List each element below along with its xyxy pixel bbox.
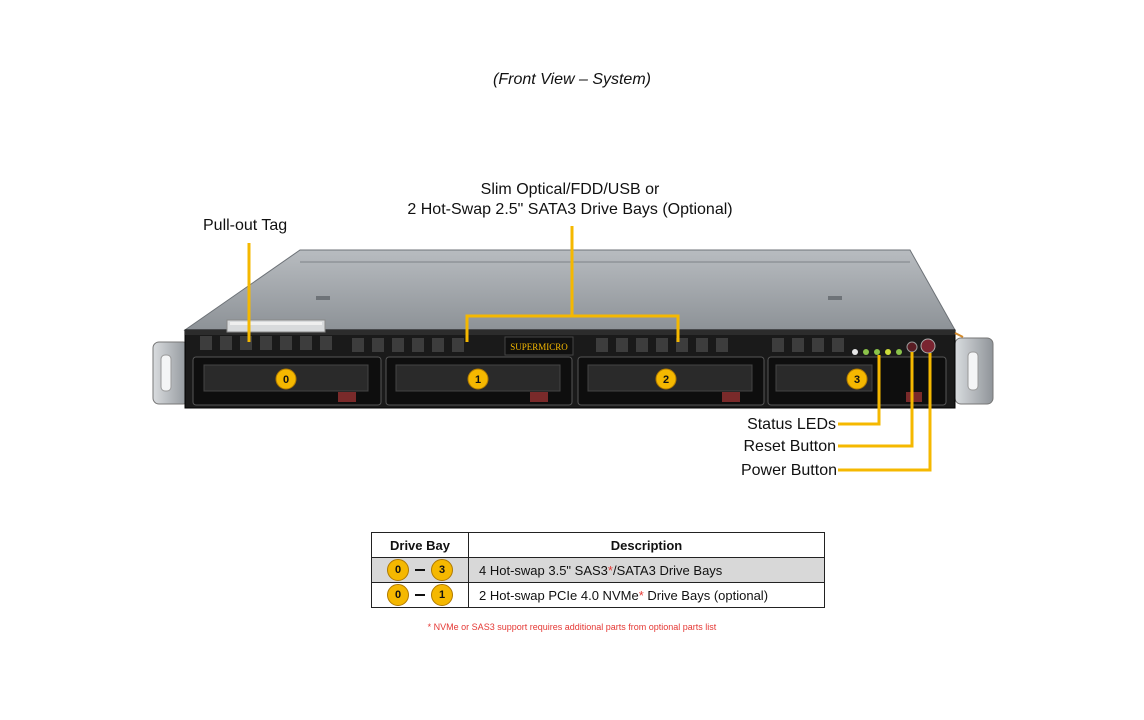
bay-badge-0: 0 [275,368,297,390]
bay-badge-2-label: 2 [663,374,669,386]
power-callout-line [838,353,932,472]
brand-plate [504,336,574,356]
pullout-tag-callout: Pull-out Tag [203,217,288,234]
range-dash [415,594,425,596]
figure-title: (Front View – System) [493,71,651,88]
optical-callout-line2: 2 Hot-Swap 2.5" SATA3 Drive Bays (Option… [407,201,733,218]
header-description: Description [468,532,825,558]
desc-text: 4 Hot-swap 3.5" SAS3 [479,562,608,578]
desc-text-tail: Drive Bays (optional) [643,587,769,603]
power-button [920,338,936,354]
desc-text: 2 Hot-swap PCIe 4.0 NVMe [479,587,639,603]
reset-callout-line [838,352,914,448]
left-rack-ear [152,341,190,405]
badge-from: 0 [387,584,409,606]
server-illustration: SUPERMICRO 0 1 2 3 [152,226,994,472]
bay-badge-0-label: 0 [283,374,289,386]
badge-to: 1 [431,584,453,606]
optical-bay-callout: Slim Optical/FDD/USB or 2 Hot-Swap 2.5" … [360,180,780,220]
footnote: * NVMe or SAS3 support requires addition… [427,622,717,632]
pull-out-tag [226,319,326,333]
range-dash [415,569,425,571]
callout-lines [247,226,932,472]
row-description: 4 Hot-swap 3.5" SAS3*/SATA3 Drive Bays [468,557,825,583]
status-leds [852,349,902,355]
row-description: 2 Hot-swap PCIe 4.0 NVMe* Drive Bays (op… [468,582,825,608]
status-leds-callout: Status LEDs [747,416,836,433]
right-rack-ear [954,337,994,405]
power-button-callout: Power Button [740,462,837,479]
bay-badge-1: 1 [467,368,489,390]
optical-callout-line1: Slim Optical/FDD/USB or [480,181,660,198]
table-header-row: Drive Bay Description [371,532,825,558]
reset-button-callout: Reset Button [743,438,837,455]
brand-logo: SUPERMICRO [510,342,568,352]
status-callout-line [838,355,881,426]
footnote-marker: * [638,587,644,603]
reset-button [906,341,918,353]
footnote-marker: * [607,562,613,578]
bay-badge-3-label: 3 [854,374,860,386]
bay-badge-3: 3 [846,368,868,390]
header-drive-bay: Drive Bay [371,532,469,558]
badge-from: 0 [387,559,409,581]
badge-to: 3 [431,559,453,581]
bay-badge-1-label: 1 [475,374,481,386]
desc-text-tail: /SATA3 Drive Bays [612,562,723,578]
bay-badge-2: 2 [655,368,677,390]
